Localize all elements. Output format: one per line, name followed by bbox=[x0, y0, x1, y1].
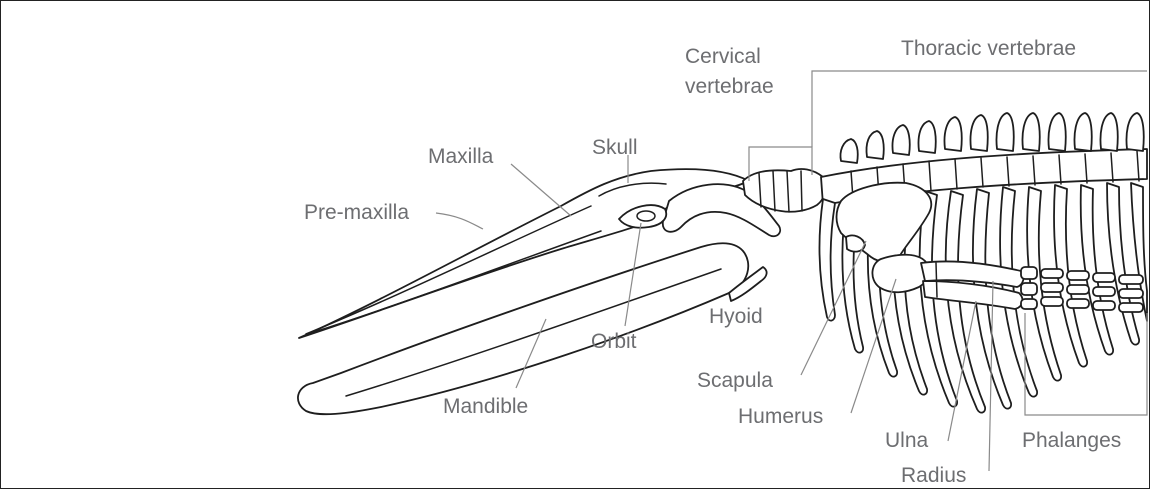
label-cervical-2: vertebrae bbox=[685, 75, 774, 98]
label-phalanges: Phalanges bbox=[1022, 429, 1121, 452]
label-humerus: Humerus bbox=[738, 405, 823, 428]
humerus-bone bbox=[872, 255, 929, 293]
label-cervical-1: Cervical bbox=[685, 45, 761, 68]
label-mandible: Mandible bbox=[443, 395, 528, 418]
label-pre-maxilla: Pre-maxilla bbox=[304, 201, 409, 224]
label-scapula: Scapula bbox=[697, 369, 773, 392]
maxilla-leader bbox=[511, 164, 571, 216]
label-orbit: Orbit bbox=[591, 330, 637, 353]
label-maxilla: Maxilla bbox=[428, 145, 494, 168]
premaxilla-leader bbox=[436, 213, 483, 229]
label-ulna: Ulna bbox=[885, 429, 929, 452]
mandible-bone bbox=[298, 243, 748, 414]
label-radius: Radius bbox=[901, 464, 966, 487]
label-hyoid: Hyoid bbox=[709, 305, 763, 328]
label-skull: Skull bbox=[592, 136, 638, 159]
label-thoracic-vertebrae: Thoracic vertebrae bbox=[901, 37, 1076, 60]
